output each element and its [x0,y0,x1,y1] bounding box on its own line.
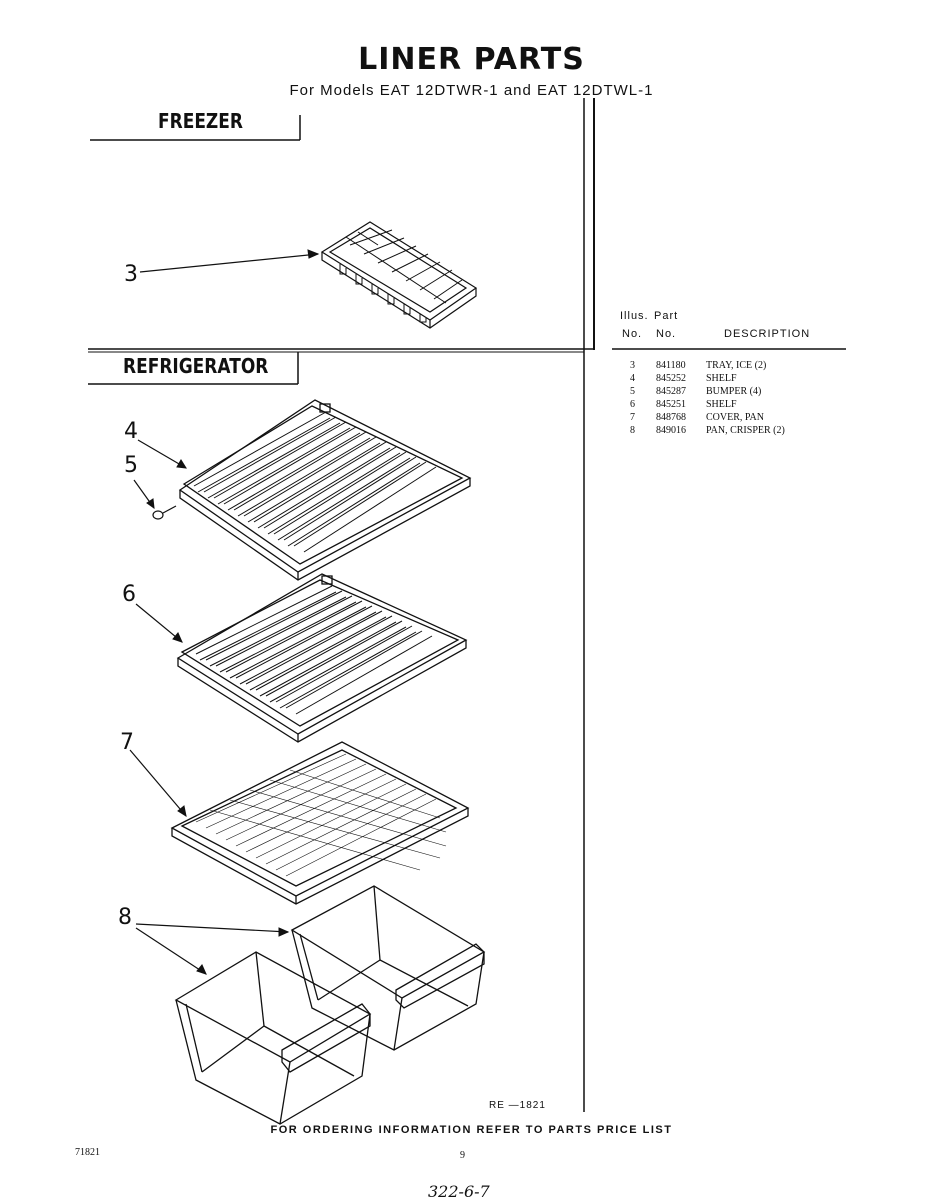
row-part-no: 845251 [656,399,686,410]
row-part-no: 845252 [656,373,686,384]
bumper-drawing [152,505,177,520]
row-illus-no: 3 [630,360,635,371]
header-illus-line2: No. [622,328,643,340]
row-illus-no: 7 [630,412,635,423]
row-description: PAN, CRISPER (2) [706,425,785,436]
row-illus-no: 6 [630,399,635,410]
row-illus-no: 8 [630,425,635,436]
refrigerator-section-label: REFRIGERATOR [123,354,269,378]
pan-cover-drawing [170,741,470,905]
row-description: COVER, PAN [706,412,764,423]
callout-leader-6 [135,603,183,643]
callout-arrow-5 [146,498,155,510]
callout-arrow-8b [196,964,207,975]
callout-leader-7 [129,749,187,817]
callout-arrow-8a [278,927,290,937]
row-description: SHELF [706,399,737,410]
callout-7: 7 [120,730,134,755]
handwritten-note: 322-6-7 [428,1182,490,1201]
page-subtitle: For Models EAT 12DTWR-1 and EAT 12DTWL-1 [289,82,654,99]
drawing-reference-code: RE —1821 [489,1100,546,1111]
row-description: SHELF [706,373,737,384]
callout-arrow-7 [177,805,187,818]
callout-3: 3 [124,262,138,287]
ordering-note: FOR ORDERING INFORMATION REFER TO PARTS … [270,1124,673,1136]
row-description: TRAY, ICE (2) [706,360,767,371]
callout-leader-8b [135,927,207,975]
row-part-no: 848768 [656,412,686,423]
page-title: LINER PARTS [358,42,585,77]
callout-arrow-6 [172,632,183,643]
shelf-4-drawing [178,399,472,581]
row-part-no: 849016 [656,425,686,436]
crisper-pan-front-drawing [174,951,372,1125]
shelf-6-drawing [176,573,468,743]
callout-arrow-3 [307,249,320,259]
row-illus-no: 5 [630,386,635,397]
ice-tray-drawing [320,221,478,329]
crisper-pan-back-drawing [290,885,486,1051]
page-number: 9 [460,1150,465,1161]
header-part-line2: No. [656,328,677,340]
row-description: BUMPER (4) [706,386,762,397]
callout-leader-4 [137,439,187,469]
row-illus-no: 4 [630,373,635,384]
header-illus-line1: Illus. [620,310,649,322]
row-part-no: 841180 [656,360,686,371]
header-part-line1: Part [654,310,679,322]
callout-leader-8a [135,923,289,933]
freezer-section-label: FREEZER [158,109,243,133]
callout-8: 8 [118,905,132,930]
header-description: DESCRIPTION [724,328,811,340]
callout-arrow-4 [176,459,187,469]
callout-leader-3 [139,253,319,273]
callout-4: 4 [124,419,138,444]
callout-5: 5 [124,453,138,478]
form-number: 71821 [75,1147,100,1158]
callout-6: 6 [122,582,136,607]
row-part-no: 845287 [656,386,686,397]
